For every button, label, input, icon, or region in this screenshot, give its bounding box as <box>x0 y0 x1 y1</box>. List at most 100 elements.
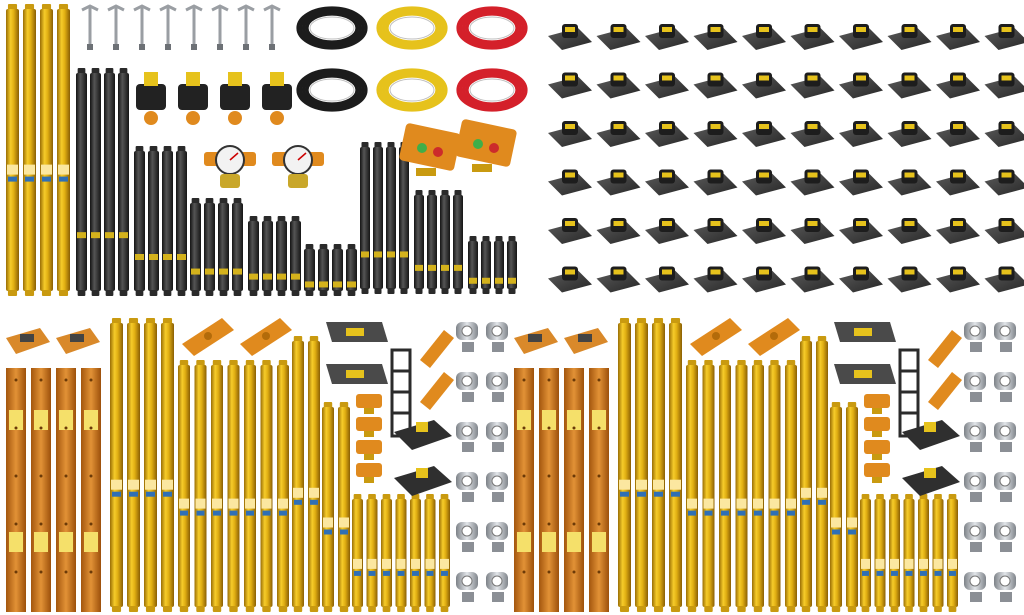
hook-bracket <box>107 4 125 50</box>
accessory-group <box>6 4 962 496</box>
hook-bracket <box>159 4 177 50</box>
gold-strut <box>785 360 797 612</box>
base-plate-group <box>548 24 1024 293</box>
hydraulic-pump <box>220 72 250 125</box>
gold-strut <box>830 402 842 612</box>
base-plate <box>936 266 980 293</box>
strut-head <box>182 318 234 356</box>
black-strut <box>176 146 187 296</box>
base-plate <box>693 218 738 244</box>
cam-plate <box>6 328 50 354</box>
small-valve <box>356 394 382 414</box>
gold-strut <box>144 318 157 612</box>
swivel-clamp <box>964 472 986 502</box>
gold-strut <box>800 336 812 612</box>
base-plate <box>839 266 883 293</box>
hose-coil <box>376 68 448 112</box>
base-plate <box>936 72 980 99</box>
gold-strut <box>178 360 190 612</box>
hook-bracket <box>211 4 229 50</box>
angle-bracket <box>834 364 896 384</box>
black-strut-group <box>76 68 517 296</box>
black-strut <box>399 142 409 294</box>
base-plate <box>887 169 932 196</box>
rail-panel <box>514 368 534 612</box>
hook-bracket <box>263 4 281 50</box>
black-strut <box>304 244 315 296</box>
base-plate <box>839 72 883 99</box>
black-strut <box>332 244 343 296</box>
rail-panel <box>589 368 609 612</box>
base-plate <box>936 218 980 244</box>
base-plate <box>887 24 932 50</box>
hose-coil <box>456 68 528 112</box>
swivel-clamp <box>456 422 478 452</box>
base-plate <box>839 218 883 244</box>
black-strut <box>262 216 273 296</box>
base-plate <box>596 24 641 50</box>
base-plate <box>984 266 1024 293</box>
swivel-shoe <box>928 372 962 410</box>
base-plate <box>693 169 738 196</box>
base-plate <box>887 218 932 244</box>
black-strut <box>76 68 87 296</box>
gold-strut <box>211 360 223 612</box>
rail-panel <box>81 368 101 612</box>
swivel-clamp <box>994 522 1016 552</box>
swivel-clamp-group <box>456 322 1016 602</box>
swivel-clamp <box>486 372 508 402</box>
swivel-clamp <box>456 522 478 552</box>
rail-panel <box>539 368 559 612</box>
black-strut <box>290 216 301 296</box>
small-valve <box>864 440 890 460</box>
base-plate <box>645 218 689 244</box>
base-plate <box>548 266 592 293</box>
base-bracket <box>902 466 960 496</box>
base-plate <box>839 24 883 50</box>
black-strut <box>373 142 383 294</box>
hose-coil-group <box>296 6 528 112</box>
gold-strut <box>652 318 665 612</box>
base-plate <box>984 218 1024 244</box>
base-plate <box>984 72 1024 99</box>
base-bracket <box>394 466 452 496</box>
black-strut <box>453 190 463 294</box>
base-plate <box>693 266 738 293</box>
swivel-clamp <box>964 572 986 602</box>
black-strut <box>494 236 504 294</box>
swivel-clamp <box>456 372 478 402</box>
base-plate <box>984 121 1024 147</box>
base-plate <box>693 24 738 50</box>
hook-bracket <box>237 4 255 50</box>
strut-head <box>748 318 800 356</box>
black-strut <box>232 198 243 296</box>
gold-strut <box>161 318 174 612</box>
gold-strut <box>846 402 858 612</box>
ladder-bracket <box>898 348 920 438</box>
swivel-shoe <box>928 330 962 368</box>
gold-strut <box>338 402 350 612</box>
base-plate <box>984 24 1024 50</box>
gold-strut <box>308 336 320 612</box>
gold-strut <box>618 318 631 612</box>
base-plate <box>887 121 932 147</box>
hydraulic-pump <box>136 72 166 125</box>
gold-strut <box>768 360 781 612</box>
strut-head <box>690 318 742 356</box>
gold-strut <box>752 360 764 612</box>
black-strut <box>440 190 450 294</box>
gold-strut <box>110 318 123 612</box>
swivel-clamp <box>486 322 508 352</box>
swivel-clamp <box>994 572 1016 602</box>
rail-panel <box>564 368 584 612</box>
base-plate <box>645 72 689 99</box>
base-plate <box>790 72 835 99</box>
swivel-clamp <box>964 422 986 452</box>
black-strut <box>162 146 173 296</box>
base-plate <box>984 169 1024 196</box>
gold-strut <box>57 4 70 296</box>
base-plate <box>839 169 883 196</box>
base-plate <box>548 24 592 50</box>
base-plate <box>887 72 932 99</box>
